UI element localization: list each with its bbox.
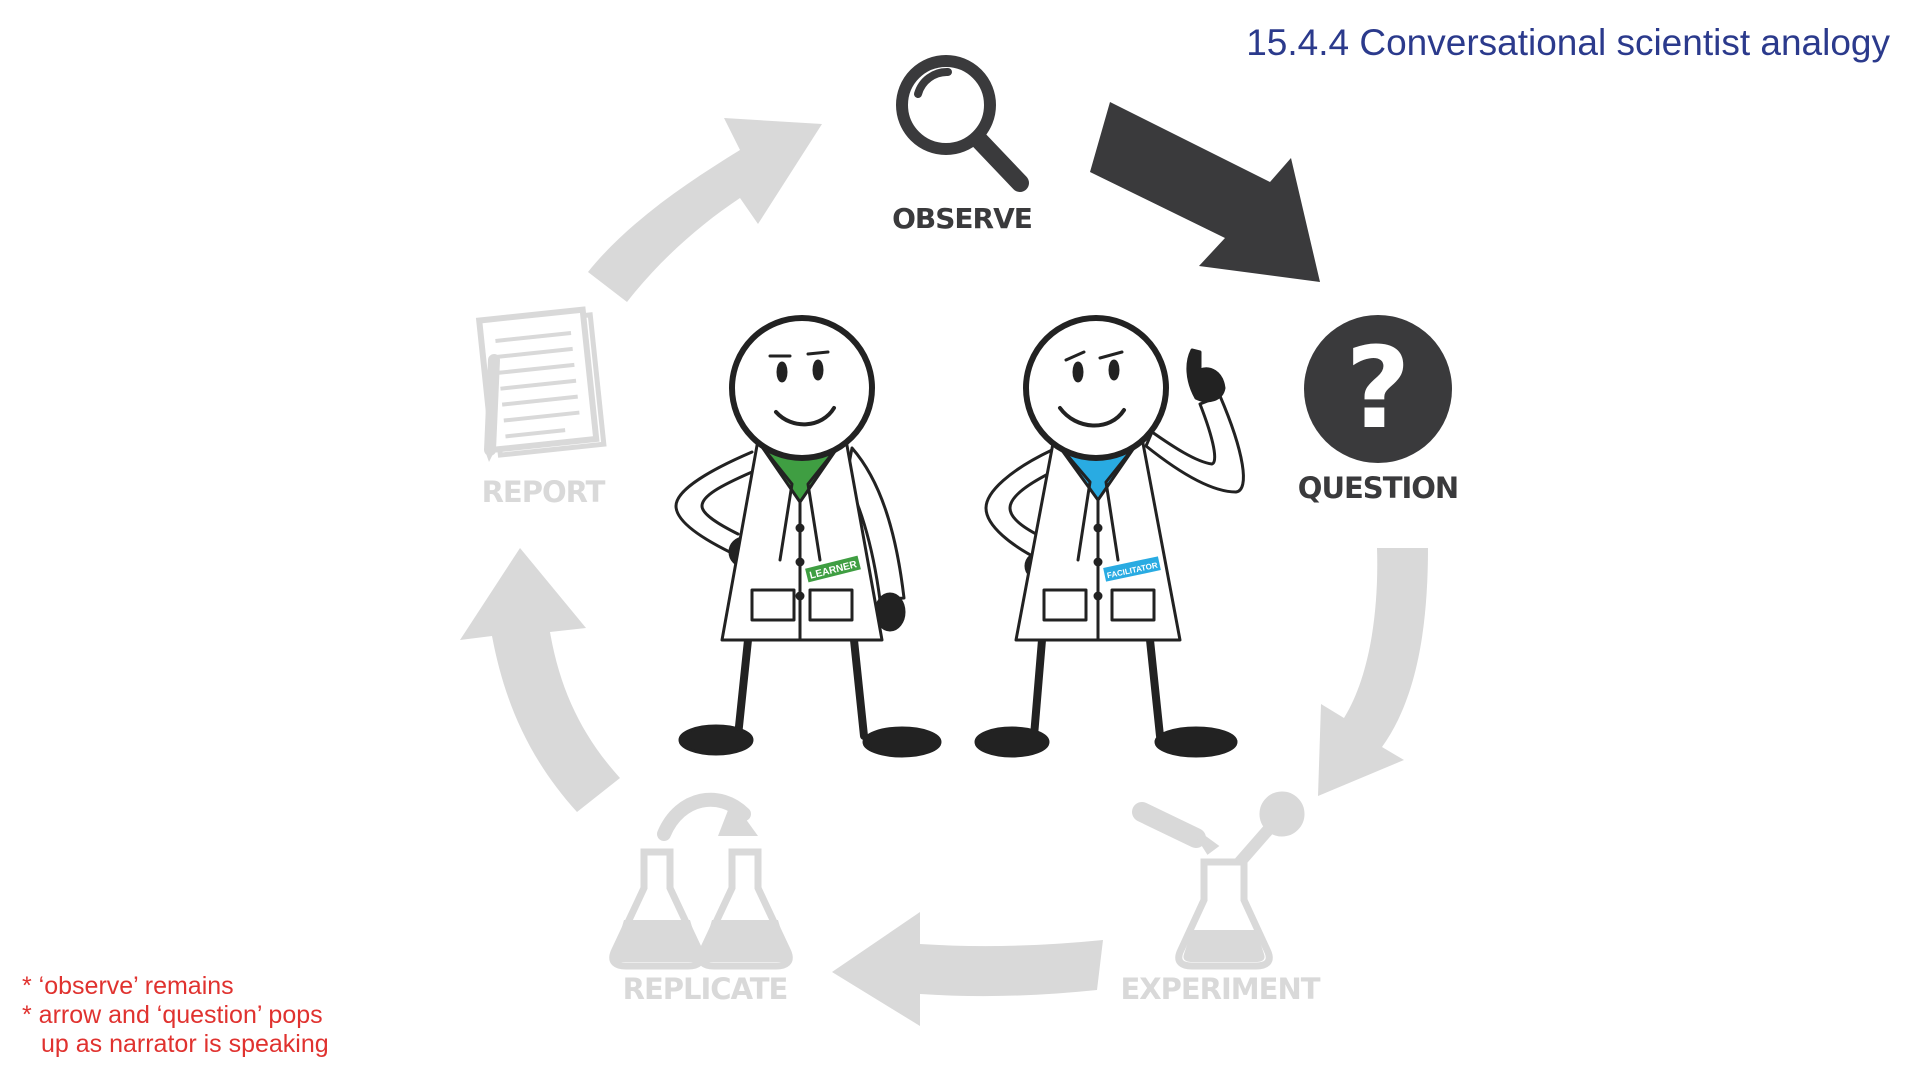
experiment-flask-icon xyxy=(1132,791,1305,970)
magnifier-icon xyxy=(896,55,1029,192)
experiment-label: EXPERIMENT xyxy=(1120,972,1320,1006)
arrow-question-to-experiment xyxy=(1318,548,1428,796)
question-label: QUESTION xyxy=(1298,471,1458,505)
note-line: * ‘observe’ remains xyxy=(22,972,234,1000)
question-mark-glyph: ? xyxy=(1346,324,1411,454)
learner-character xyxy=(674,315,942,758)
question-icon: ? xyxy=(1304,315,1452,463)
replicate-label: REPLICATE xyxy=(623,972,788,1006)
replicate-flasks-icon xyxy=(609,792,793,970)
report-document-icon xyxy=(475,306,607,462)
page-title: 15.4.4 Conversational scientist analogy xyxy=(1246,22,1890,63)
report-label: REPORT xyxy=(482,475,606,509)
note-line: * arrow and ‘question’ pops xyxy=(22,1001,323,1029)
arrow-experiment-to-replicate xyxy=(832,912,1103,1026)
narration-notes: * ‘observe’ remains * arrow and ‘questio… xyxy=(22,972,329,1059)
facilitator-character xyxy=(974,315,1245,758)
arrow-replicate-to-report xyxy=(460,548,620,812)
arrow-observe-to-question xyxy=(1090,102,1320,282)
note-line: up as narrator is speaking xyxy=(41,1030,329,1058)
observe-label: OBSERVE xyxy=(892,202,1032,235)
arrow-report-to-observe xyxy=(588,118,822,302)
